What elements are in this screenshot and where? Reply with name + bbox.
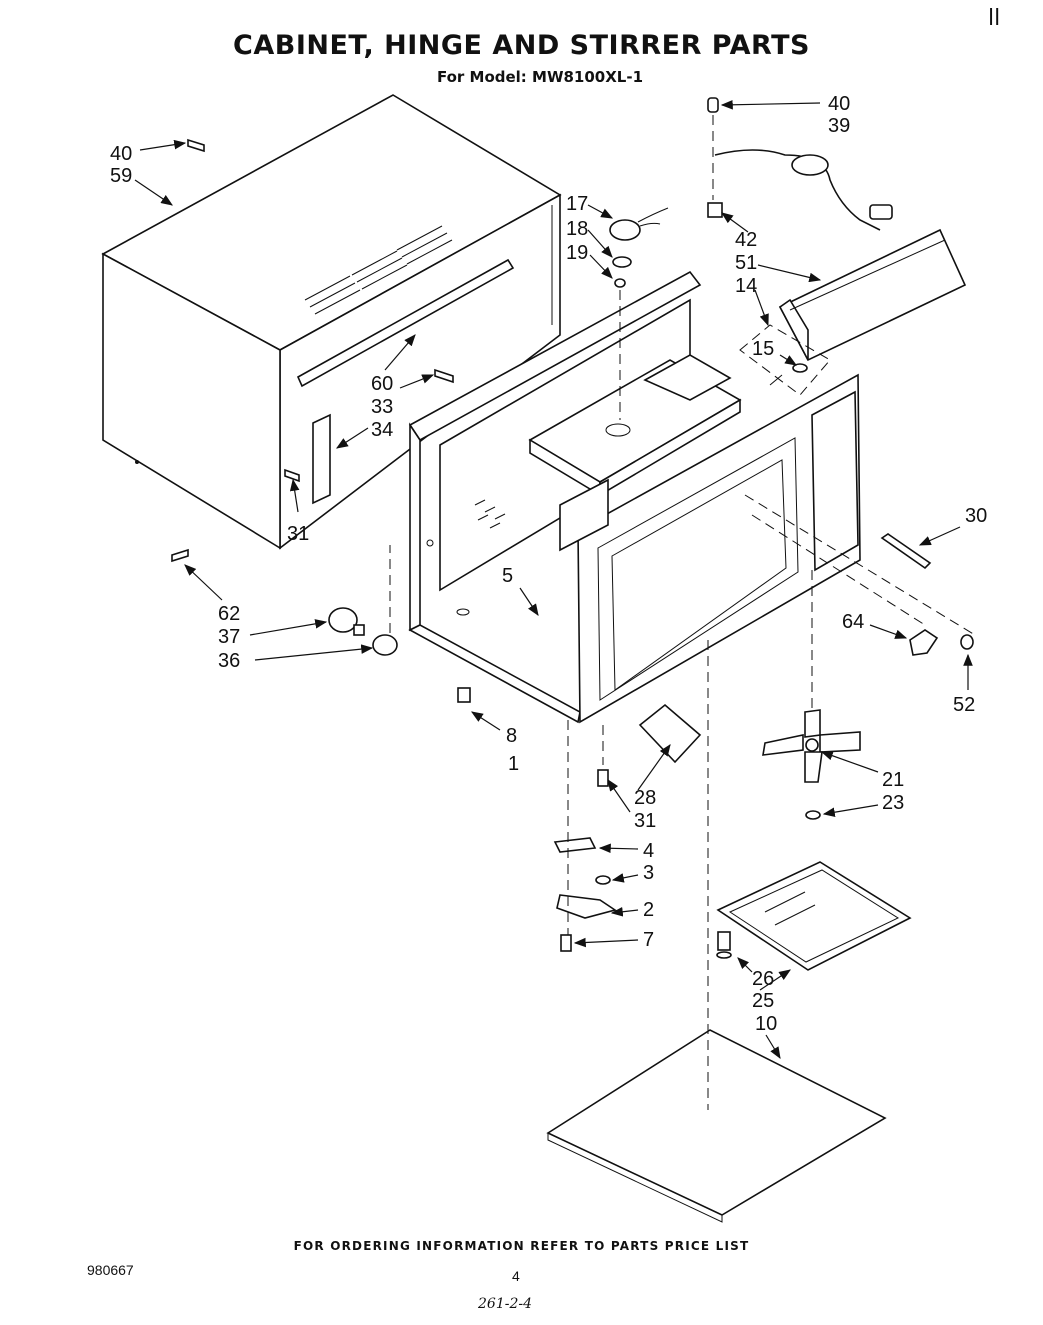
callout-52: 52 [953,694,975,716]
model-subtitle: For Model: MW8100XL-1 [436,68,644,86]
callout-40: 40 [110,143,132,165]
callout-33: 33 [371,396,393,418]
callout-3: 3 [643,862,654,884]
power-cord [707,97,893,231]
callout-10: 10 [755,1013,777,1035]
stirrer-motor [609,207,669,420]
callout-42: 42 [735,229,757,251]
callout-15: 15 [752,338,774,360]
callout-2: 2 [643,899,654,921]
callout-19: 19 [566,242,588,264]
page-title: CABINET, HINGE AND STIRRER PARTS [233,30,810,61]
page-number: 4 [512,1268,520,1284]
bracket [739,324,831,396]
callout-labels: 40 59 60 33 34 31 62 37 36 17 18 19 40 3… [110,93,987,1035]
callout-40: 40 [828,93,850,115]
callout-28: 28 [634,787,656,809]
hinge-parts [553,720,617,935]
callout-18: 18 [566,218,588,240]
callout-62: 62 [218,603,240,625]
callout-23: 23 [882,792,904,814]
callout-64: 64 [842,611,864,633]
callout-17: 17 [566,193,588,215]
air-duct [778,228,967,362]
callout-5: 5 [502,565,513,587]
lamp-bulb [328,545,398,656]
callout-14: 14 [735,275,757,297]
callout-8: 8 [506,725,517,747]
callout-59: 59 [110,165,132,187]
callout-30: 30 [965,505,987,527]
callout-4: 4 [643,840,654,862]
callout-51: 51 [735,252,757,274]
callout-60: 60 [371,373,393,395]
callout-34: 34 [371,419,393,441]
side-parts [744,494,976,656]
ordering-info-footer: FOR ORDERING INFORMATION REFER TO PARTS … [293,1239,750,1253]
glass-tray [716,861,912,971]
callout-39: 39 [828,115,850,137]
leader-arrows [134,99,973,1060]
document-number: 980667 [87,1262,134,1278]
stirrer-blade [762,570,861,820]
callout-1: 1 [508,753,519,775]
cavity-frame [408,270,861,724]
outer-cabinet-wrapper [101,94,562,550]
callout-7: 7 [643,929,654,951]
callout-31: 31 [287,523,309,545]
callout-36: 36 [218,650,240,672]
callout-37: 37 [218,626,240,648]
callout-31: 31 [634,810,656,832]
corner-mark: ll [988,6,1001,31]
screws [171,138,609,952]
plate [638,703,702,764]
bottom-panel [546,640,887,1223]
callout-25: 25 [752,990,774,1012]
handwritten-note: 261-2-4 [478,1296,532,1312]
callout-21: 21 [882,769,904,791]
callout-26: 26 [752,968,774,990]
